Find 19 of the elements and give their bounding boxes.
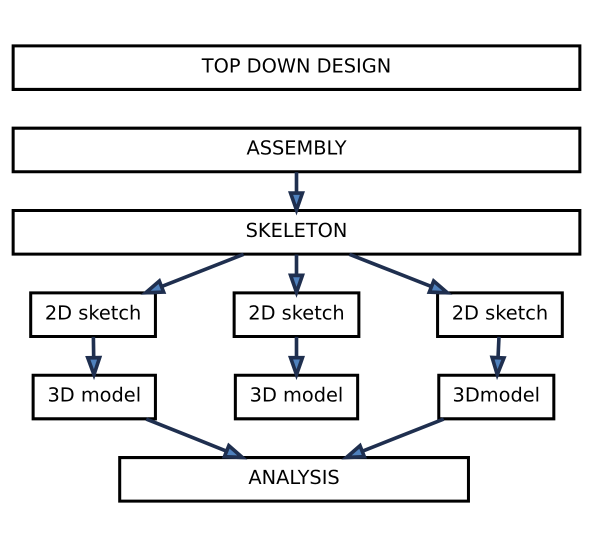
node-box: 2D sketch xyxy=(436,290,564,338)
node-box: 2D sketch xyxy=(232,290,360,338)
node-box: ANALYSIS xyxy=(118,456,470,502)
arrow xyxy=(288,172,305,215)
arrow xyxy=(490,336,507,380)
arrow xyxy=(288,254,305,298)
node-box: TOP DOWN DESIGN xyxy=(12,44,582,90)
arrow xyxy=(140,252,244,294)
node-box: 3Dmodel xyxy=(437,373,556,420)
arrow xyxy=(341,416,444,459)
arrow xyxy=(288,336,305,380)
node-box: 2D sketch xyxy=(29,290,157,338)
arrow xyxy=(85,336,102,380)
arrow xyxy=(146,416,248,459)
node-box: 3D model xyxy=(32,373,157,420)
arrow xyxy=(348,252,452,294)
node-box: ASSEMBLY xyxy=(12,126,582,173)
node-box: 3D model xyxy=(234,373,360,420)
node-box: SKELETON xyxy=(12,208,582,256)
